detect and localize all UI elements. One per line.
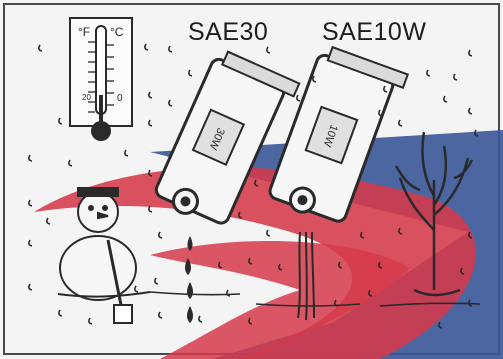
- thermometer-icon: °F °C 20 0: [70, 18, 132, 141]
- oil-grade-label-sae30: SAE30: [188, 18, 268, 47]
- thermometer-mark-20: 20: [82, 93, 91, 102]
- thermometer-unit-f: °F: [78, 25, 90, 39]
- thermometer-unit-c: °C: [110, 25, 124, 39]
- oil-grade-label-sae10w: SAE10W: [322, 18, 426, 47]
- thermometer-mark-0: 0: [117, 93, 123, 104]
